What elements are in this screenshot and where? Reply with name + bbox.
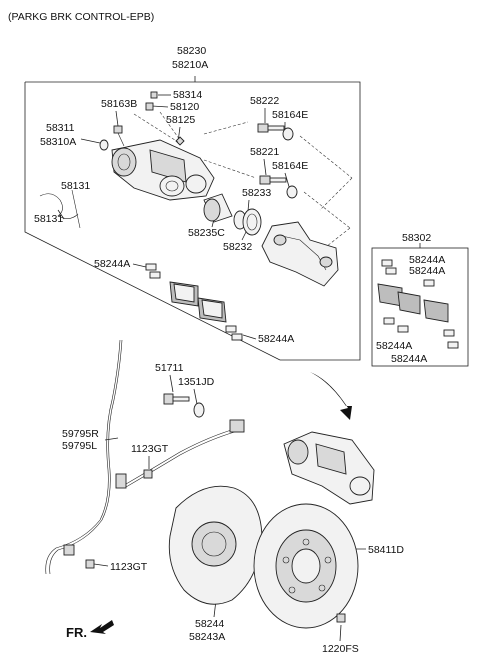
- cable-clip-2-icon: [63, 544, 75, 556]
- pad-kit-contents: [377, 259, 459, 349]
- screw-58120-icon: [145, 102, 154, 111]
- caliper-assembly-frame: [24, 76, 361, 361]
- assembly-arrow-icon: [310, 372, 352, 420]
- label-58131-a: 58131: [61, 180, 90, 192]
- label-51711: 51711: [155, 362, 184, 374]
- label-58222: 58222: [250, 95, 279, 107]
- label-58310A: 58310A: [40, 136, 76, 148]
- label-58244A-left: 58244A: [94, 258, 130, 270]
- brake-pad-outer-icon: [197, 297, 227, 323]
- label-58244: 58244: [195, 618, 224, 630]
- front-arrow-icon: [90, 620, 114, 634]
- washer-1351JD-icon: [193, 402, 205, 418]
- label-58131-b: 58131: [34, 213, 63, 225]
- seal-ring-icon: [99, 139, 109, 151]
- sensor-cable-59795-icon: [45, 339, 121, 575]
- screw-58314-icon: [150, 91, 158, 99]
- bolt-58163B-icon: [113, 125, 125, 147]
- caliper-bracket-icon: [261, 221, 339, 287]
- label-58120: 58120: [170, 101, 199, 113]
- label-58411D: 58411D: [368, 544, 404, 556]
- boot-58233-icon: [242, 208, 262, 236]
- brake-pad-inner-icon: [169, 281, 199, 307]
- label-58314: 58314: [173, 89, 202, 101]
- hub-bolt-51711-icon: [163, 393, 190, 405]
- guide-pin-58222-icon: [257, 123, 285, 133]
- label-58311: 58311: [46, 122, 75, 134]
- epb-actuator-housing: [111, 139, 215, 201]
- diagram-title: (PARKG BRK CONTROL-EPB): [8, 11, 154, 23]
- label-1220FS: 1220FS: [322, 643, 359, 655]
- screw-1220FS-icon: [336, 613, 346, 623]
- pad-shim-58244A-lower-icon: [225, 325, 243, 341]
- label-58235C: 58235C: [188, 227, 225, 239]
- label-58221: 58221: [250, 146, 279, 158]
- bolt-1123GT-upper-icon: [143, 469, 153, 479]
- label-58163B: 58163B: [101, 98, 137, 110]
- boot-58164E-top-icon: [282, 127, 294, 141]
- clip-58125-icon: [175, 136, 185, 146]
- epb-cable-icon: [125, 427, 239, 485]
- guide-pin-58221-icon: [259, 175, 287, 185]
- label-58244A-kit-4: 58244A: [391, 353, 427, 365]
- boot-58164E-bottom-icon: [286, 185, 298, 199]
- label-58244A-kit-2: 58244A: [409, 265, 445, 277]
- label-1351JD: 1351JD: [178, 376, 215, 388]
- label-58244A-kit-3: 58244A: [376, 340, 412, 352]
- label-58244A-kit-1: 58244A: [409, 254, 445, 266]
- label-58244A-mid: 58244A: [258, 333, 294, 345]
- label-58125: 58125: [166, 114, 195, 126]
- spring-58131-b-icon: [71, 189, 81, 229]
- label-58232: 58232: [223, 241, 252, 253]
- label-1123GT-upper: 1123GT: [131, 443, 169, 455]
- pad-shim-58244A-upper-icon: [145, 263, 161, 279]
- spring-58131-icon: [39, 193, 79, 219]
- label-58164E-top: 58164E: [272, 109, 308, 121]
- piston-58235C-icon: [203, 193, 233, 223]
- epb-connector-icon: [229, 419, 245, 433]
- label-59795L: 59795L: [62, 440, 97, 452]
- label-59795R: 59795R: [62, 428, 99, 440]
- cable-clip-icon: [115, 473, 127, 489]
- assembled-caliper-icon: [283, 431, 375, 505]
- brake-disc-58411D-icon: [253, 503, 359, 629]
- label-58233: 58233: [242, 187, 271, 199]
- bolt-1123GT-lower-icon: [85, 559, 95, 569]
- label-58230: 58230: [177, 45, 206, 57]
- front-indicator-label: FR.: [66, 625, 87, 640]
- label-58210A: 58210A: [172, 59, 208, 71]
- label-1123GT-lower: 1123GT: [110, 561, 148, 573]
- label-58302: 58302: [402, 232, 431, 244]
- dust-shield-58244-icon: [168, 485, 263, 605]
- label-58164E-bottom: 58164E: [272, 160, 308, 172]
- label-58243A: 58243A: [189, 631, 225, 643]
